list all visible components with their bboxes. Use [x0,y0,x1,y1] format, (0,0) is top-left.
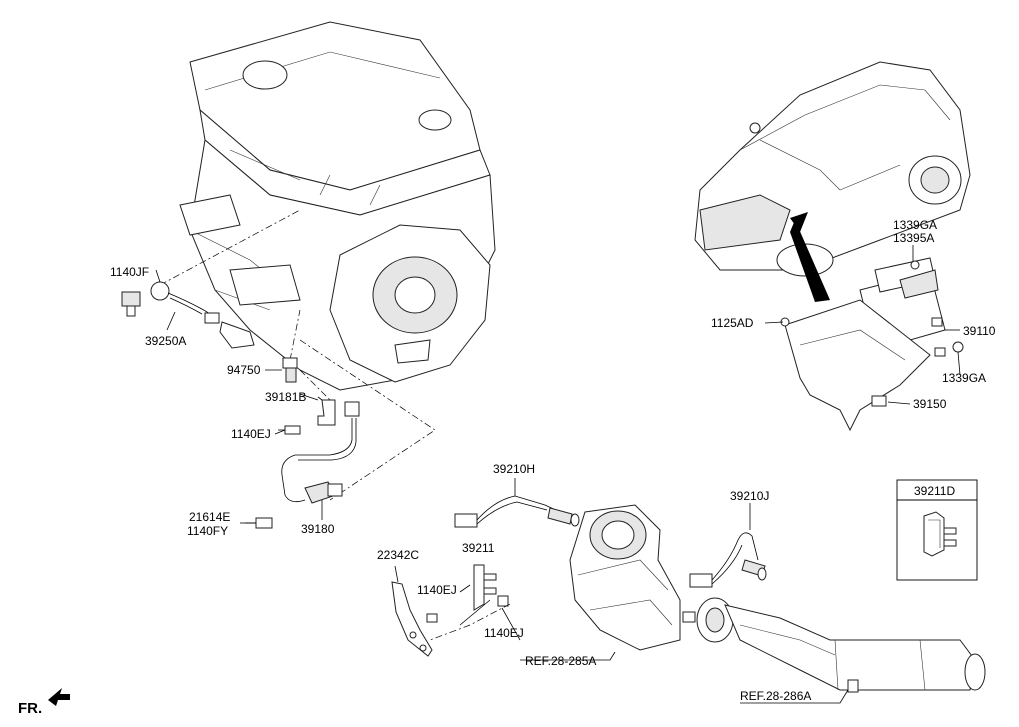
label-1140EJ-left: 1140EJ [417,583,457,597]
label-39150: 39150 [913,397,947,411]
label-1140JF: 1140JF [110,265,149,279]
front-arrow-icon [48,688,70,706]
o2-sensor-39210H [454,478,580,528]
label-1140EJ: 1140EJ [231,427,271,441]
engine-leader-lines [159,209,436,501]
catalytic-converter-illustration [569,504,696,651]
reference-28-286A: REF.28-286A [740,689,811,703]
label-1339GA-top: 1339GA [893,218,937,232]
knock-sensor-39250A [121,281,255,349]
engine-block-illustration [179,21,496,391]
front-direction-indicator: FR. [18,688,70,717]
reference-28-285A: REF.28-285A [525,654,596,668]
label-1125AD: 1125AD [711,316,754,330]
label-22342C: 22342C [377,548,419,562]
label-39211D: 39211D [914,484,955,498]
o2-sensor-39210J [689,503,767,588]
label-39211: 39211 [462,541,495,555]
vehicle-illustration [694,61,971,302]
label-21614E: 21614E [189,510,230,524]
label-13395A: 13395A [893,231,934,245]
bracket-39211 [429,564,511,641]
label-1140EJ-right: 1140EJ [484,626,524,640]
label-94750: 94750 [227,363,261,377]
label-39210J: 39210J [730,489,769,503]
label-39250A: 39250A [145,334,186,348]
label-39110: 39110 [963,324,996,338]
bracket-22342C [391,565,438,657]
label-39180: 39180 [301,522,335,536]
leader-lines [155,245,961,704]
label-39181B: 39181B [265,390,306,404]
inset-box-39211D: 39211D [896,479,978,581]
ecu-bracket-39150 [780,299,964,432]
part-labels: 1140JF 39250A 94750 39181B 1140EJ 21614E… [110,218,996,703]
oil-pressure-switch-94750 [265,357,298,383]
label-1339GA-right: 1339GA [942,371,986,385]
crank-sensor-39180 [245,393,360,529]
label-1140FY: 1140FY [187,524,228,538]
exhaust-pipe-illustration [696,597,986,693]
front-label: FR. [18,700,42,717]
label-39210H: 39210H [493,462,535,476]
